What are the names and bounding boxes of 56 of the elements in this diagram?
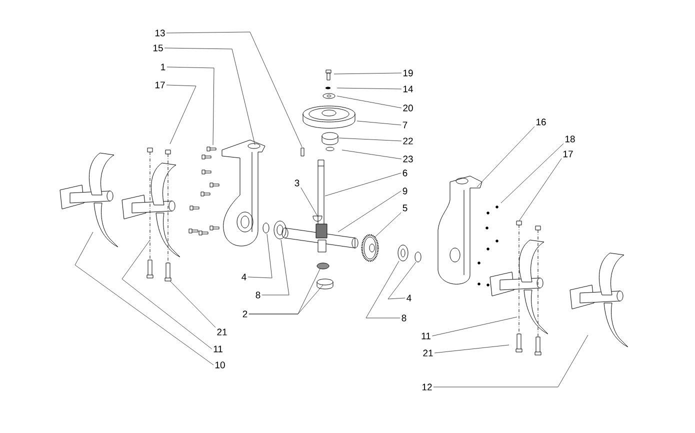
leader-line: [324, 172, 402, 196]
leader-line: [164, 48, 256, 146]
callout-number: 1: [161, 64, 166, 70]
callout-number: 22: [403, 138, 413, 144]
callout-number: 19: [403, 70, 413, 76]
leader-line: [518, 158, 562, 222]
leader-line: [74, 232, 214, 366]
callout-number: 15: [153, 44, 163, 52]
leader-line: [374, 212, 402, 238]
leader-line: [342, 150, 402, 160]
callout-number: 8: [402, 314, 406, 322]
callout-number: 17: [563, 150, 573, 158]
callout-number: 2: [242, 310, 248, 318]
leader-line: [388, 262, 416, 300]
callout-number: 7: [402, 122, 408, 128]
callout-number: 11: [422, 332, 430, 340]
callout-number: 6: [402, 170, 408, 176]
leader-line: [262, 240, 290, 296]
callout-number: 14: [403, 86, 413, 92]
leader-line: [356, 120, 402, 126]
callout-number: 17: [155, 82, 165, 88]
callout-number: 9: [402, 188, 408, 194]
leader-line: [336, 96, 402, 108]
leader-line: [170, 280, 216, 328]
callout-number: 11: [214, 346, 222, 352]
callout-number: 4: [406, 294, 412, 302]
leader-line: [166, 66, 214, 146]
callout-number: 20: [403, 104, 413, 112]
leader-line: [433, 334, 588, 388]
callout-number: 3: [294, 180, 300, 186]
callout-number: 8: [256, 292, 260, 298]
leader-line: [248, 234, 272, 278]
leader-line: [476, 126, 535, 188]
leader-line: [166, 32, 302, 148]
callout-number: 13: [155, 30, 165, 36]
callout-number: 4: [242, 274, 246, 280]
leader-line: [248, 284, 324, 314]
leader-line: [338, 138, 402, 142]
leader-line: [434, 344, 510, 354]
leader-line: [366, 260, 400, 318]
callout-number: 23: [403, 156, 413, 162]
leader-line: [500, 143, 564, 204]
leader-line: [336, 88, 402, 90]
callout-number: 5: [402, 204, 408, 212]
callout-number: 18: [565, 136, 575, 142]
leader-line: [300, 187, 318, 218]
leader-line: [338, 190, 402, 232]
callout-number: 21: [423, 350, 433, 356]
callout-number: 16: [536, 118, 546, 126]
leader-line: [166, 84, 196, 144]
leader-line: [432, 316, 518, 336]
callout-number: 21: [217, 328, 227, 336]
leader-line: [122, 240, 212, 350]
callout-number: 10: [215, 362, 225, 368]
leader-line: [334, 72, 402, 74]
callout-number: 12: [422, 384, 432, 390]
